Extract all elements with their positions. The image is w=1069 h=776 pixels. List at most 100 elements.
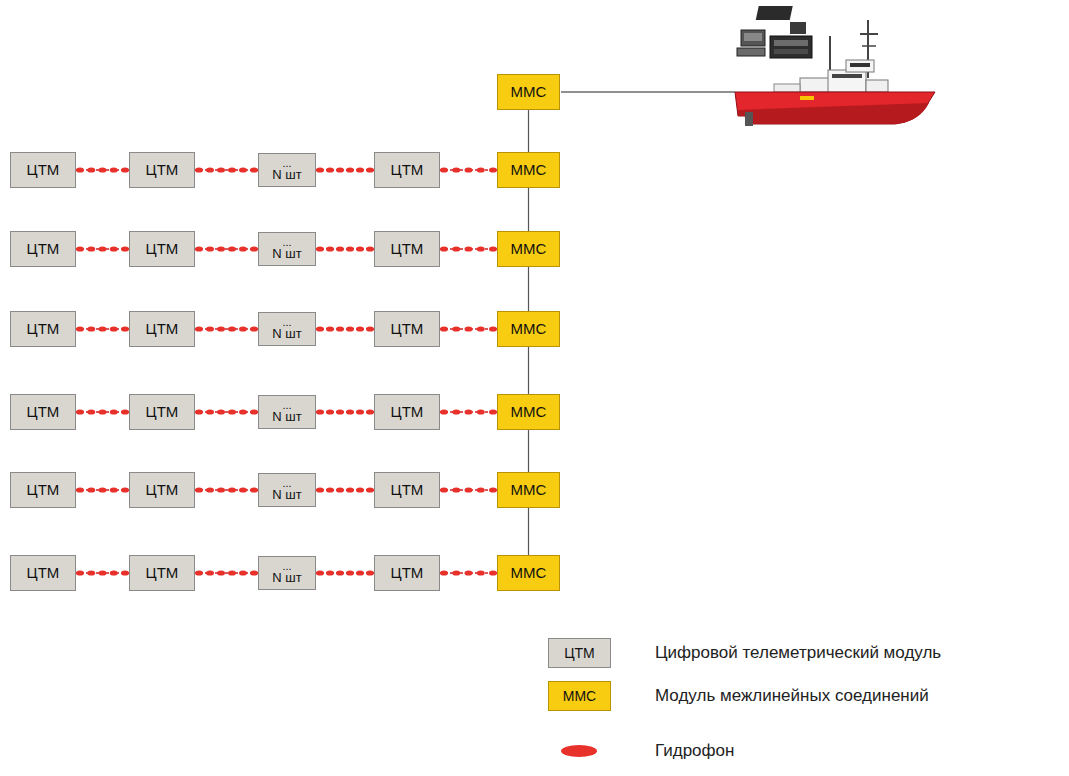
interline-module-box: ММС xyxy=(497,394,560,430)
node-label: ММС xyxy=(511,162,547,178)
interline-module-box: ММС xyxy=(497,74,560,110)
hydrophone-line xyxy=(316,326,374,331)
hydrophone-line xyxy=(440,167,497,172)
node-label: ЦТМ xyxy=(27,565,60,581)
node-label: ЦТМ xyxy=(27,321,60,337)
node-label: ЦТМ xyxy=(146,404,179,420)
node-label: ЦТМ xyxy=(146,241,179,257)
hydrophone-line xyxy=(316,487,374,492)
telemetry-module-box: ЦТМ xyxy=(374,231,440,267)
node-label: ЦТМ xyxy=(27,404,60,420)
hydrophone-line xyxy=(195,570,258,575)
legend-abbreviation: ЦТМ xyxy=(564,645,595,661)
hydrophone-line xyxy=(316,167,374,172)
node-label: ММС xyxy=(511,321,547,337)
node-label: ... xyxy=(282,318,291,327)
node-label: ЦТМ xyxy=(27,482,60,498)
node-label: N шт xyxy=(272,571,301,585)
telemetry-module-box: ЦТМ xyxy=(129,152,195,188)
node-label: ЦТМ xyxy=(146,482,179,498)
hydrophone-line xyxy=(76,326,129,331)
hydrophone-line xyxy=(76,487,129,492)
interline-cable xyxy=(528,347,529,394)
legend-swatch: ЦТМ xyxy=(548,638,611,668)
node-label: ЦТМ xyxy=(391,404,424,420)
legend-text: Гидрофон xyxy=(655,741,734,761)
node-label: ... xyxy=(282,159,291,168)
module-group-box: ...N шт xyxy=(258,395,316,429)
telemetry-module-box: ЦТМ xyxy=(129,231,195,267)
telemetry-module-box: ЦТМ xyxy=(10,152,76,188)
telemetry-module-box: ЦТМ xyxy=(374,394,440,430)
hydrophone-line xyxy=(440,487,497,492)
telemetry-module-box: ЦТМ xyxy=(10,231,76,267)
telemetry-module-box: ЦТМ xyxy=(129,555,195,591)
node-label: N шт xyxy=(272,168,301,182)
node-label: ММС xyxy=(511,404,547,420)
node-label: N шт xyxy=(272,488,301,502)
hydrophone-line xyxy=(76,409,129,414)
interline-cable xyxy=(528,188,529,231)
interline-cable xyxy=(528,110,529,152)
telemetry-module-box: ЦТМ xyxy=(129,472,195,508)
hydrophone-line xyxy=(195,246,258,251)
telemetry-module-box: ЦТМ xyxy=(10,311,76,347)
interline-module-box: ММС xyxy=(497,555,560,591)
node-label: ... xyxy=(282,238,291,247)
legend-swatch: ММС xyxy=(548,681,611,711)
hydrophone-line xyxy=(76,246,129,251)
module-group-box: ...N шт xyxy=(258,232,316,266)
module-group-box: ...N шт xyxy=(258,312,316,346)
interline-cable xyxy=(528,267,529,311)
telemetry-module-box: ЦТМ xyxy=(129,394,195,430)
hydrophone-line xyxy=(440,326,497,331)
hydrophone-line xyxy=(316,409,374,414)
hydrophone-line xyxy=(76,167,129,172)
hydrophone-line xyxy=(440,409,497,414)
telemetry-module-box: ЦТМ xyxy=(374,152,440,188)
hydrophone-line xyxy=(195,167,258,172)
equipment-icon xyxy=(737,6,812,58)
legend-text: Цифровой телеметрический модуль xyxy=(655,643,941,663)
legend-abbreviation: ММС xyxy=(563,688,596,704)
hydrophone-line xyxy=(195,409,258,414)
module-group-box: ...N шт xyxy=(258,153,316,187)
node-label: ЦТМ xyxy=(391,162,424,178)
interline-cable xyxy=(528,508,529,555)
telemetry-module-box: ЦТМ xyxy=(10,472,76,508)
interline-module-box: ММС xyxy=(497,152,560,188)
hydrophone-line xyxy=(440,570,497,575)
node-label: ... xyxy=(282,479,291,488)
interline-module-box: ММС xyxy=(497,472,560,508)
tow-cable xyxy=(561,91,735,92)
research-vessel xyxy=(735,20,935,126)
hydrophone-line xyxy=(440,246,497,251)
interline-cable xyxy=(528,430,529,472)
telemetry-module-box: ЦТМ xyxy=(374,472,440,508)
telemetry-module-box: ЦТМ xyxy=(129,311,195,347)
node-label: ЦТМ xyxy=(27,241,60,257)
node-label: ЦТМ xyxy=(146,162,179,178)
hydrophone-line xyxy=(195,487,258,492)
hydrophone-line xyxy=(76,570,129,575)
node-label: ММС xyxy=(511,241,547,257)
telemetry-module-box: ЦТМ xyxy=(10,394,76,430)
node-label: ... xyxy=(282,401,291,410)
node-label: ММС xyxy=(511,482,547,498)
node-label: ММС xyxy=(511,84,547,100)
node-label: N шт xyxy=(272,247,301,261)
interline-module-box: ММС xyxy=(497,231,560,267)
telemetry-module-box: ЦТМ xyxy=(374,311,440,347)
telemetry-module-box: ЦТМ xyxy=(374,555,440,591)
node-label: ММС xyxy=(511,565,547,581)
node-label: ЦТМ xyxy=(27,162,60,178)
legend-swatch xyxy=(559,743,599,759)
node-label: ... xyxy=(282,562,291,571)
hydrophone-line xyxy=(195,326,258,331)
legend-text: Модуль межлинейных соединений xyxy=(655,686,929,706)
node-label: ЦТМ xyxy=(391,565,424,581)
hydrophone-line xyxy=(316,246,374,251)
node-label: N шт xyxy=(272,327,301,341)
interline-module-box: ММС xyxy=(497,311,560,347)
node-label: ЦТМ xyxy=(146,565,179,581)
